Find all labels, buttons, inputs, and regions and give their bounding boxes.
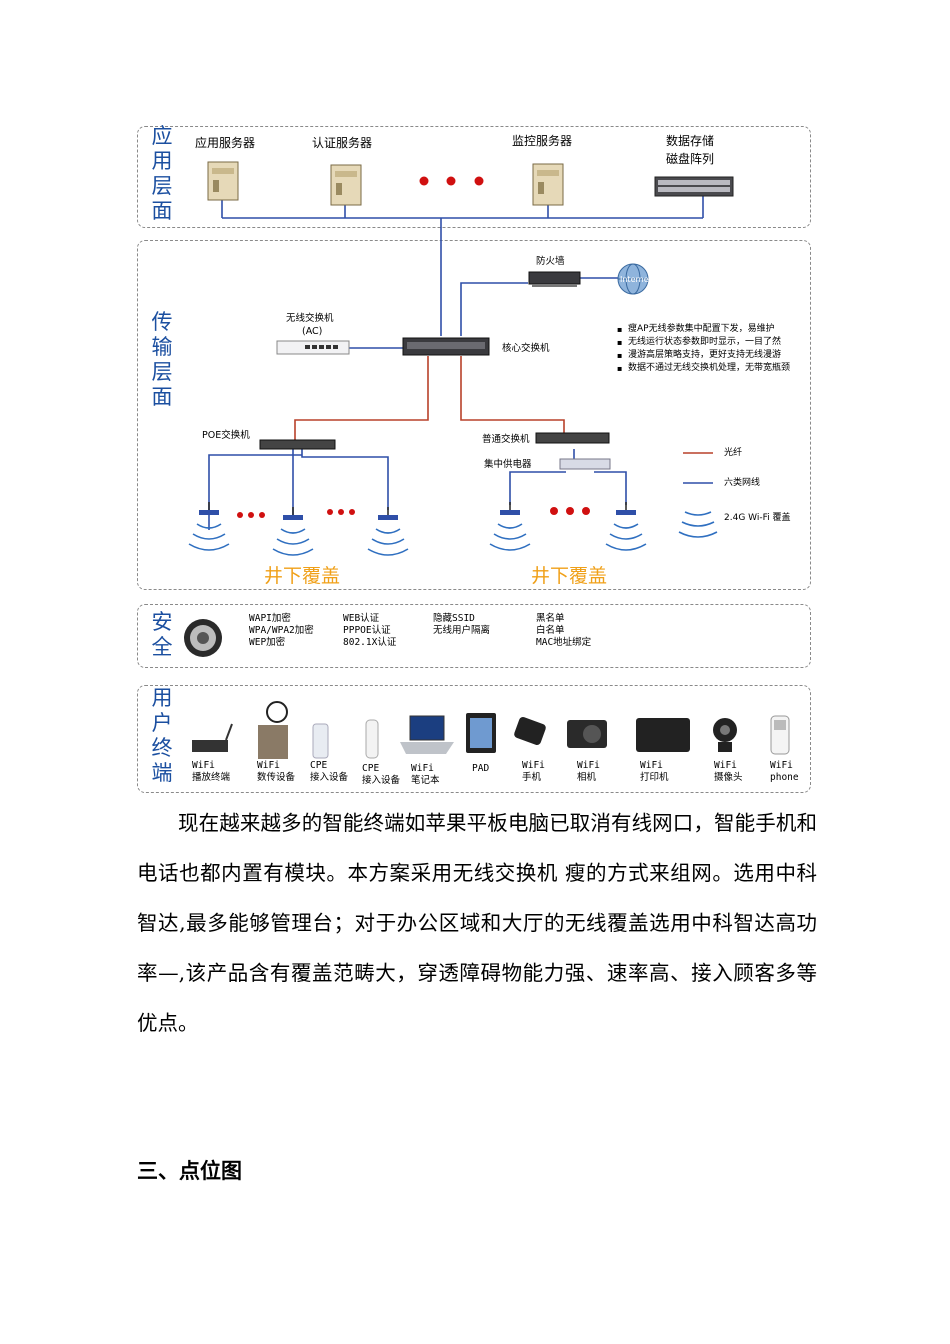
coverage-label-left: 井下覆盖 (264, 561, 340, 588)
internet-label: Internet (620, 275, 652, 284)
security-item: 白名单 (536, 625, 591, 637)
security-col-4: 黑名单 白名单 MAC地址绑定 (536, 613, 591, 649)
bullet-item: 无线运行状态参数即时显示，一目了然 (617, 336, 813, 349)
security-col-2: WEB认证 PPPOE认证 802.1X认证 (343, 613, 396, 649)
storage-label-2: 磁盘阵列 (666, 150, 714, 167)
server-icon (208, 162, 238, 200)
security-col-1: WAPI加密 WPA/WPA2加密 WEP加密 (249, 613, 314, 649)
security-item: 无线用户隔离 (433, 625, 490, 637)
security-item: WAPI加密 (249, 613, 314, 625)
security-item: 802.1X认证 (343, 637, 396, 649)
access-points (189, 502, 646, 555)
poe-switch-label: POE交换机 (202, 430, 250, 442)
security-item: WEP加密 (249, 637, 314, 649)
coverage-label-right: 井下覆盖 (531, 561, 607, 588)
app-server-label: 应用服务器 (195, 134, 255, 151)
ac-label-1: 无线交换机 (286, 313, 334, 325)
monitor-server-label: 监控服务器 (512, 132, 572, 149)
power-injector-label: 集中供电器 (484, 459, 532, 471)
security-item: 隐藏SSID (433, 613, 490, 625)
body-paragraph: 现在越来越多的智能终端如苹果平板电脑已取消有线网口，智能手机和电话也都内置有模块… (137, 798, 817, 1048)
legend-cat6: 六类网线 (724, 477, 760, 489)
storage-label-1: 数据存储 (666, 132, 714, 149)
firewall-label: 防火墙 (536, 256, 565, 268)
device-label: PAD (472, 763, 489, 775)
normal-switch-label: 普通交换机 (482, 434, 530, 446)
security-item: WEB认证 (343, 613, 396, 625)
security-item: PPPOE认证 (343, 625, 396, 637)
ac-label-2: (AC) (302, 326, 322, 338)
bullet-item: 数据不通过无线交换机处理，无带宽瓶颈 (617, 362, 813, 375)
security-item: 黑名单 (536, 613, 591, 625)
user-device-icons (192, 702, 789, 759)
section-heading: 三、点位图 (137, 1155, 242, 1185)
core-switch-label: 核心交换机 (502, 343, 550, 355)
security-col-3: 隐藏SSID 无线用户隔离 (433, 613, 490, 637)
feature-bullets: 瘦AP无线参数集中配置下发，易维护 无线运行状态参数即时显示，一目了然 漫游高层… (617, 323, 813, 375)
legend-fiber: 光纤 (724, 447, 742, 459)
bullet-item: 漫游高层策略支持，更好支持无线漫游 (617, 349, 813, 362)
security-item: WPA/WPA2加密 (249, 625, 314, 637)
legend-wifi: 2.4G Wi-Fi 覆盖 (724, 512, 790, 524)
bullet-item: 瘦AP无线参数集中配置下发，易维护 (617, 323, 813, 336)
security-item: MAC地址绑定 (536, 637, 591, 649)
auth-server-label: 认证服务器 (312, 134, 372, 151)
diagram-lines (0, 0, 950, 800)
